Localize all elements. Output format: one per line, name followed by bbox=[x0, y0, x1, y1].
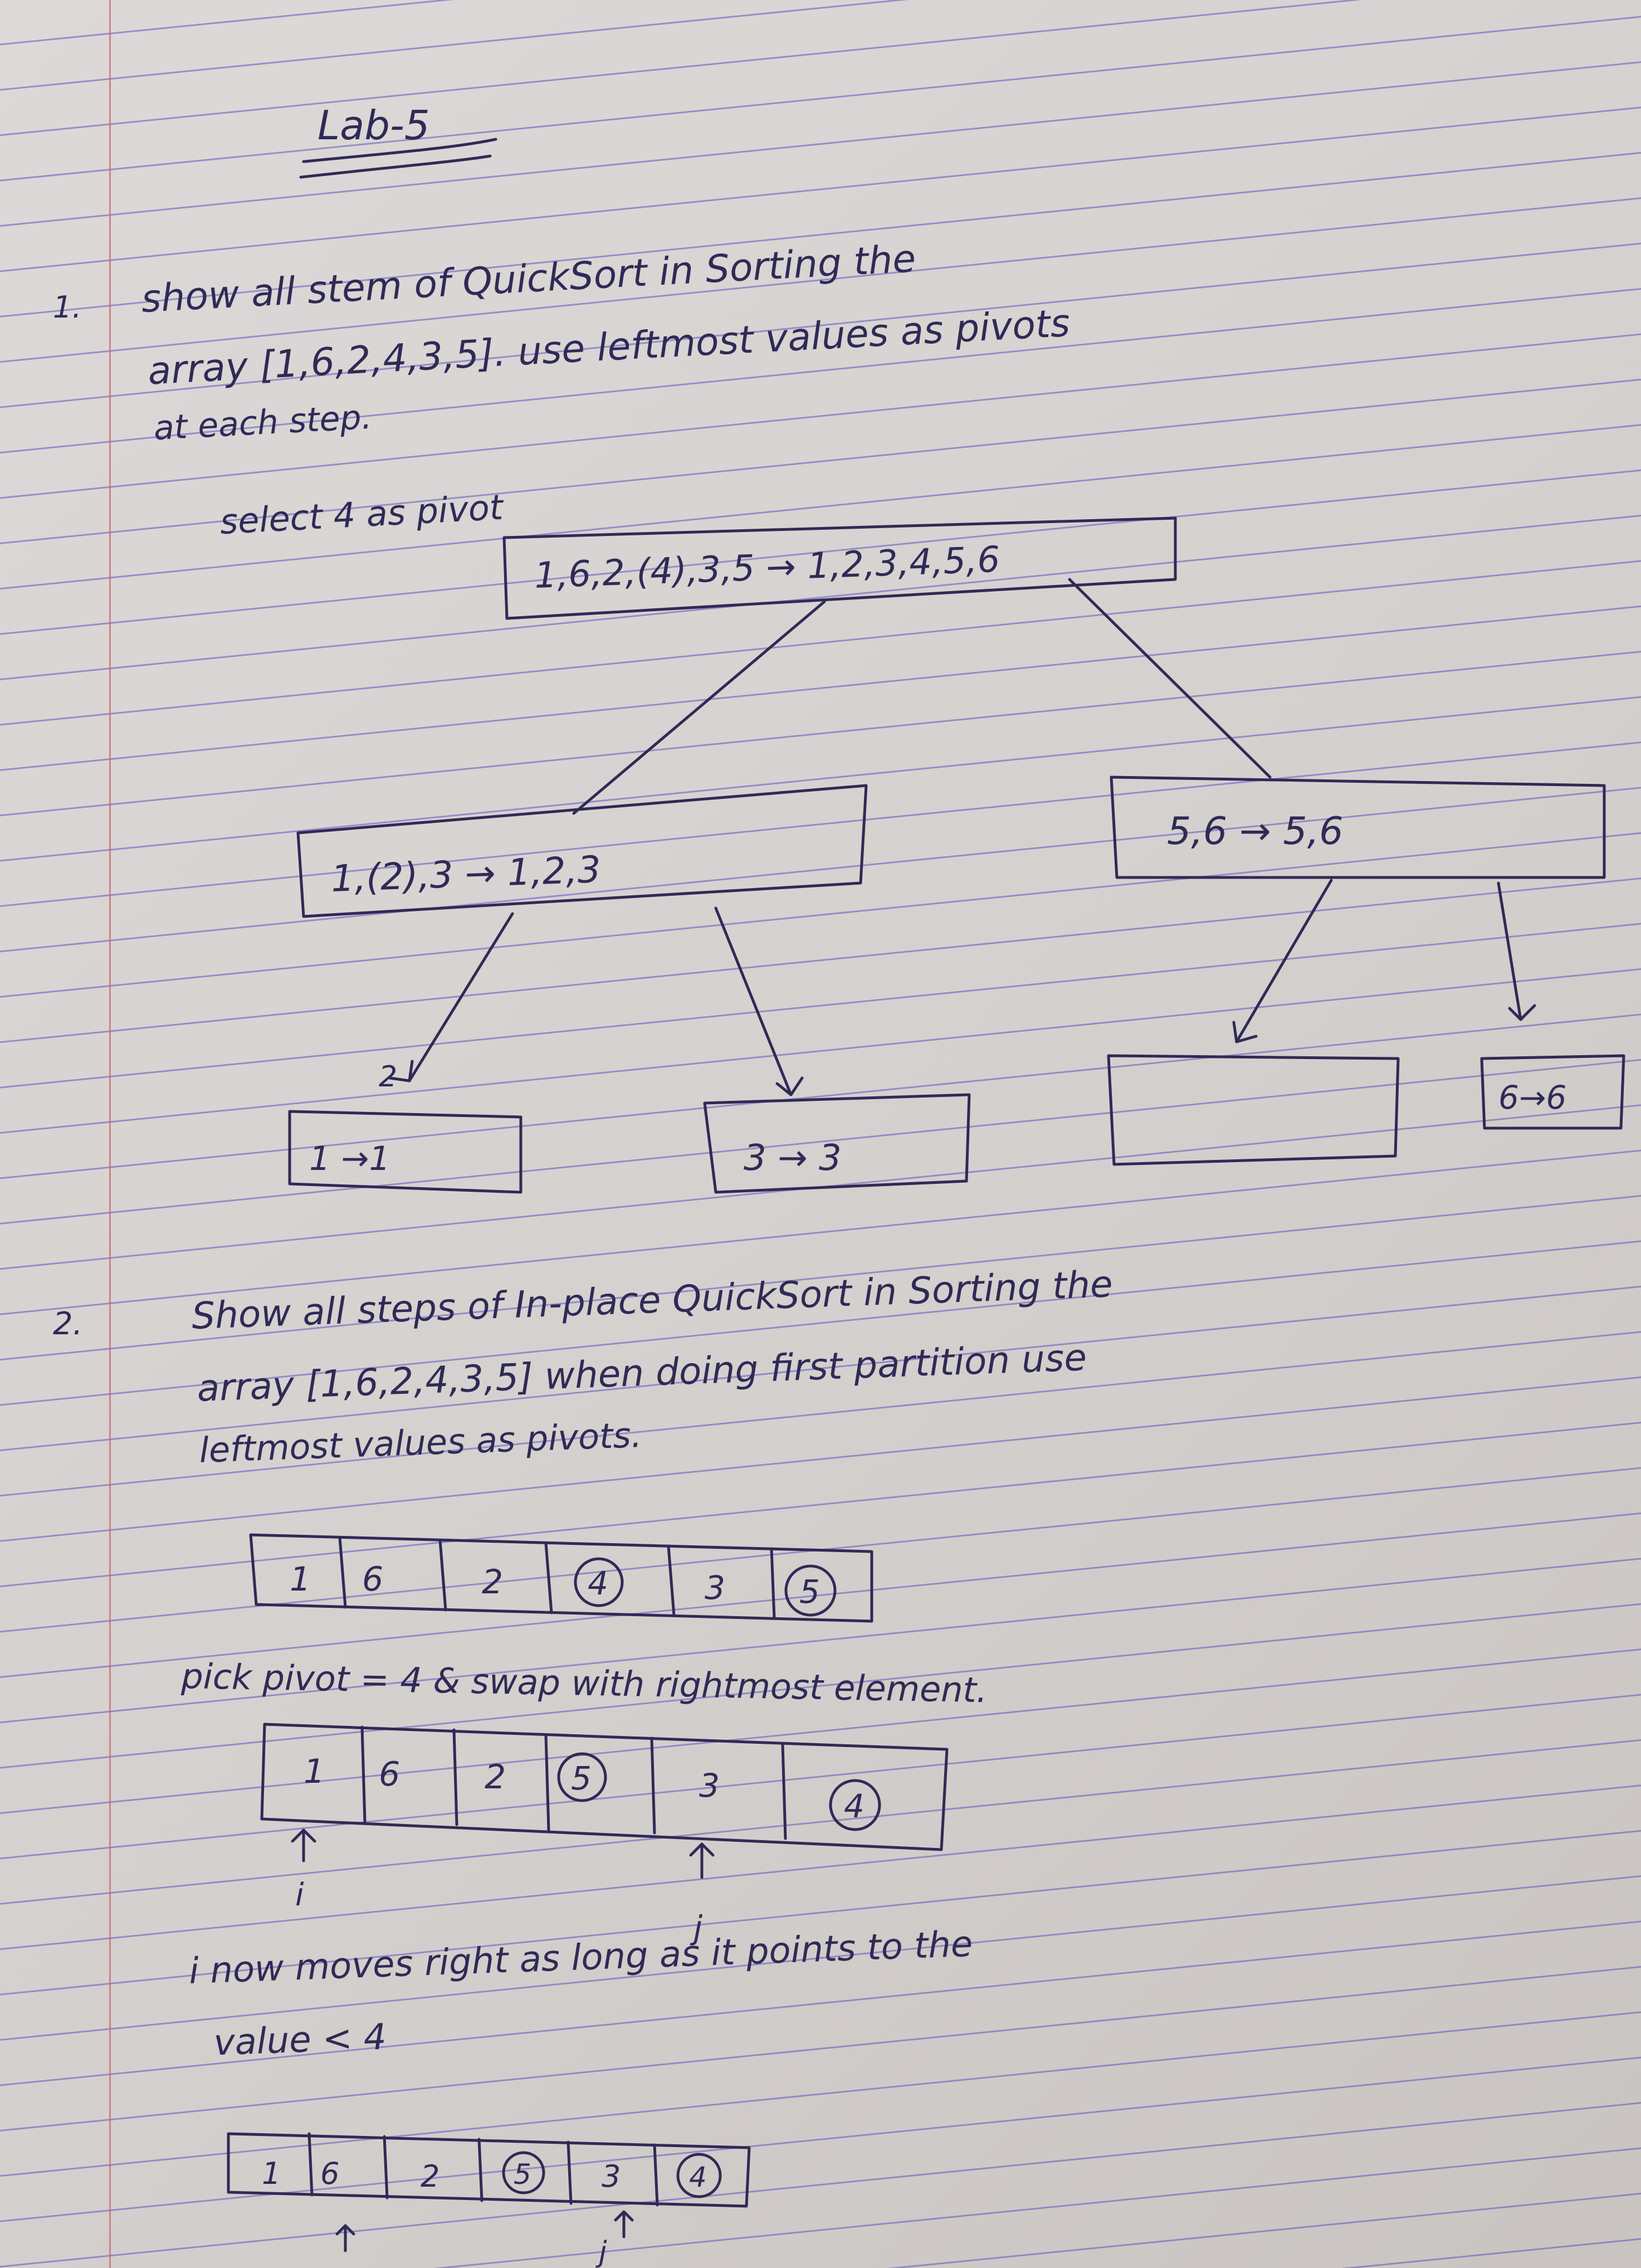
edge-root-left bbox=[572, 600, 826, 815]
arrowhead-ll bbox=[388, 1060, 414, 1082]
title-underline-1 bbox=[302, 138, 497, 163]
q1-note: select 4 as pivot bbox=[219, 486, 505, 542]
margin-line bbox=[109, 0, 111, 2268]
tree-left-label: 1,(2),3 → 1,2,3 bbox=[330, 848, 602, 900]
array-1: 1 6 2 4 3 5 bbox=[249, 1533, 873, 1623]
tree-right-label: 5,6 → 5,6 bbox=[1167, 809, 1344, 853]
page-title: Lab-5 bbox=[318, 102, 430, 149]
array3-cell-3: 5 bbox=[514, 2158, 531, 2191]
array3-cell-1: 6 bbox=[320, 2156, 339, 2191]
edge-left-ll bbox=[408, 912, 514, 1082]
array2-cell-5: 4 bbox=[844, 1787, 865, 1825]
array1-cell-1: 6 bbox=[362, 1560, 383, 1599]
q2-note2b: value < 4 bbox=[213, 2017, 387, 2064]
pointer-i2-arrow bbox=[335, 2224, 355, 2252]
ll-mark: 2 bbox=[379, 1060, 397, 1094]
tree-root-node: 1,6,2,(4),3,5 → 1,2,3,4,5,6 bbox=[502, 516, 1177, 620]
q2-line1: Show all steps of In-place QuickSort in … bbox=[191, 1262, 1113, 1338]
tree-leaf-rl bbox=[1107, 1054, 1400, 1166]
array1-cell-3: 4 bbox=[588, 1564, 608, 1602]
pointer-i-label: i bbox=[295, 1877, 304, 1913]
array2-cell-2: 2 bbox=[485, 1758, 506, 1797]
array2-cell-3: 5 bbox=[571, 1759, 592, 1797]
leaf-lr-label: 3 → 3 bbox=[744, 1138, 842, 1179]
array2-cell-4: 3 bbox=[699, 1767, 720, 1804]
arrowhead-rl bbox=[1232, 1021, 1258, 1043]
tree-leaf-rr: 6→6 bbox=[1480, 1054, 1625, 1130]
edge-right-rl bbox=[1235, 879, 1333, 1043]
title-underline-2 bbox=[299, 154, 492, 179]
edge-root-right bbox=[1068, 578, 1272, 779]
q2-number: 2. bbox=[53, 1306, 82, 1342]
q1-number: 1. bbox=[53, 290, 82, 325]
array1-cell-0: 1 bbox=[290, 1560, 311, 1599]
pointer-j2-arrow bbox=[614, 2210, 634, 2238]
arrowhead-rr bbox=[1508, 1004, 1536, 1021]
tree-left-node: 1,(2),3 → 1,2,3 bbox=[296, 784, 868, 918]
tree-leaf-lr: 3 → 3 bbox=[703, 1093, 971, 1194]
q2-note1: pick pivot = 4 & swap with rightmost ele… bbox=[180, 1656, 988, 1710]
arrowhead-lr bbox=[775, 1076, 804, 1096]
array3-cell-2: 2 bbox=[421, 2159, 439, 2194]
q1-line2: array [1,6,2,4,3,5]. use leftmost values… bbox=[147, 301, 1071, 394]
array2-cell-1: 6 bbox=[379, 1755, 400, 1794]
array-3: 1 6 2 5 3 4 bbox=[227, 2132, 751, 2208]
leaf-ll-label: 1 →1 bbox=[309, 1139, 390, 1178]
tree-right-node: 5,6 → 5,6 bbox=[1110, 775, 1606, 879]
tree-root-label: 1,6,2,(4),3,5 → 1,2,3,4,5,6 bbox=[534, 539, 1000, 597]
pointer-j-arrow bbox=[689, 1842, 715, 1879]
array3-cell-5: 4 bbox=[689, 2161, 707, 2193]
q2-note2a: i now moves right as long as it points t… bbox=[188, 1924, 973, 1992]
edge-left-lr bbox=[714, 906, 793, 1096]
tree-leaf-ll: 1 →1 bbox=[288, 1110, 522, 1194]
array1-cell-2: 2 bbox=[482, 1563, 503, 1602]
edge-right-rr bbox=[1497, 881, 1522, 1021]
leaf-rr-label: 6→6 bbox=[1498, 1079, 1566, 1116]
q1-line1: show all stem of QuickSort in Sorting th… bbox=[140, 237, 917, 321]
array-2: 1 6 2 5 3 4 bbox=[260, 1723, 949, 1851]
q1-line3: at each step. bbox=[153, 398, 373, 448]
array1-cell-5: 5 bbox=[799, 1573, 820, 1611]
array1-cell-4: 3 bbox=[705, 1569, 725, 1607]
pointer-i-arrow bbox=[291, 1828, 316, 1862]
array3-cell-4: 3 bbox=[602, 2159, 621, 2194]
q2-line3: leftmost values as pivots. bbox=[198, 1415, 642, 1471]
array3-cell-0: 1 bbox=[262, 2156, 281, 2191]
q2-line2: array [1,6,2,4,3,5] when doing first par… bbox=[196, 1336, 1087, 1410]
pointer-j2-label: j bbox=[595, 2236, 607, 2268]
array2-cell-0: 1 bbox=[304, 1752, 325, 1791]
